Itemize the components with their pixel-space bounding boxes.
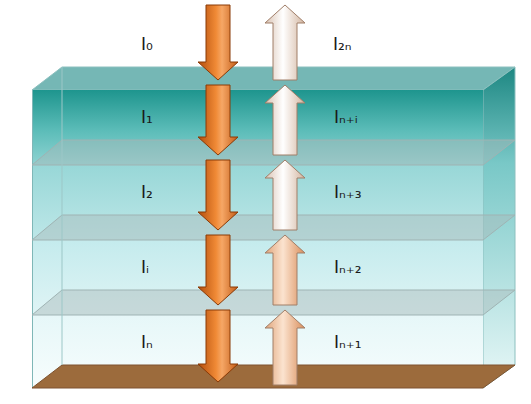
interface-plane [32,140,515,165]
interface-plane [32,290,515,315]
up-arrow [265,85,305,155]
downward-flux-label: Iₙ [141,332,153,352]
up-arrow [265,5,305,80]
down-arrow [198,5,238,80]
upward-flux-label: Iₙ₊₃ [334,182,362,202]
upward-flux-label: Iₙ₊ᵢ [334,107,358,127]
downward-flux-label: I₁ [141,107,153,127]
layer-band: I₂ Iₙ₊₃ [32,165,483,240]
up-arrow [265,235,305,305]
down-arrow [198,235,238,305]
upward-flux-label: Iₙ₊₂ [334,257,362,277]
upward-flux-label: Iₙ₊₁ [334,332,362,352]
down-arrow [198,160,238,230]
layer-band: Iᵢ Iₙ₊₂ [32,240,483,315]
ground-plane [32,365,515,388]
emergent-flux-label: I₂ₙ [333,34,352,54]
interface-plane [32,215,515,240]
up-arrow [265,310,305,385]
top-face [32,67,515,90]
down-arrow [198,85,238,155]
down-arrows [198,5,238,382]
side-face [483,67,515,388]
layer-band: Iₙ Iₙ₊₁ [32,315,483,388]
back-edge [62,67,63,365]
incident-flux-label: I₀ [141,34,153,54]
up-arrow [265,160,305,230]
downward-flux-label: I₂ [141,182,153,202]
down-arrow [198,310,238,382]
downward-flux-label: Iᵢ [141,257,149,277]
up-arrows [265,5,305,385]
layer-band: I₁ Iₙ₊ᵢ [32,90,483,165]
